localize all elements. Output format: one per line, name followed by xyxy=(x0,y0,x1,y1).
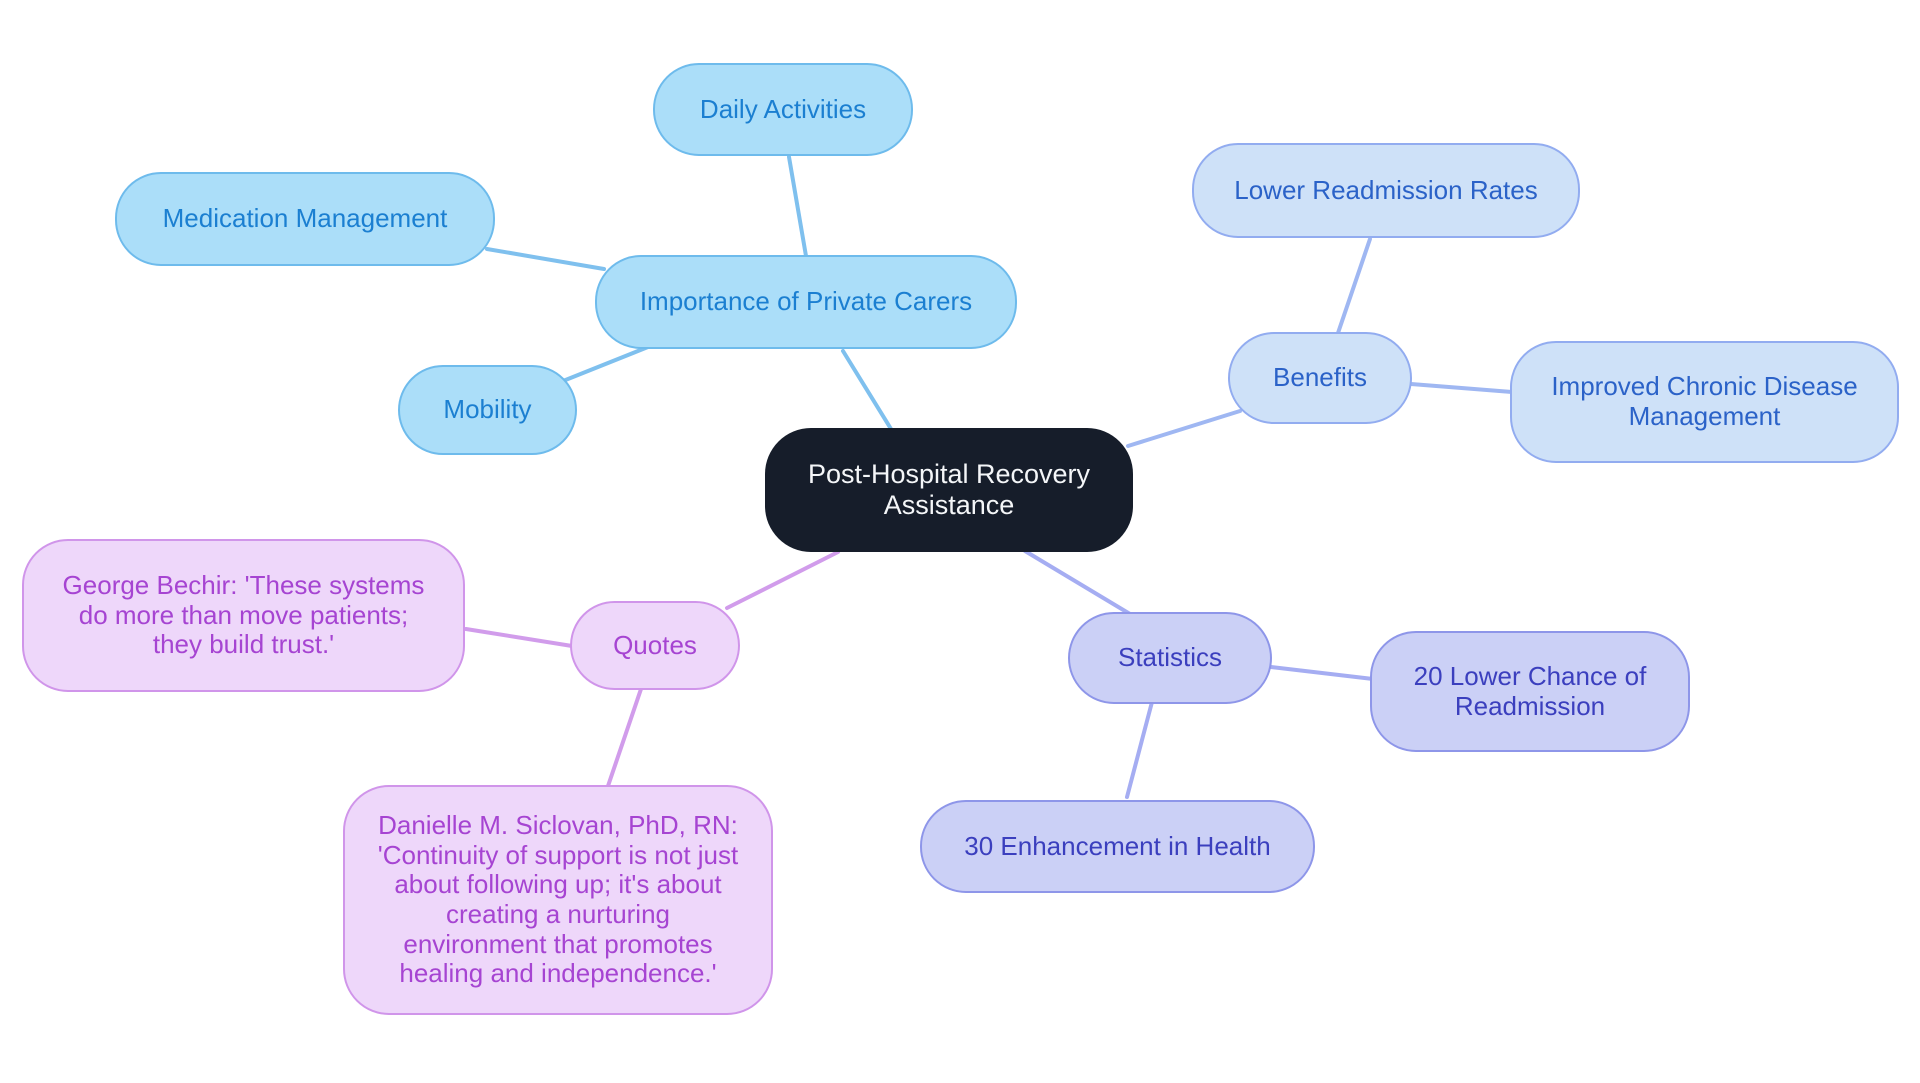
edge-quotes-george-quote xyxy=(464,627,574,648)
edge-central-statistics xyxy=(1023,549,1137,619)
node-lower-readmission-rates[interactable]: Lower Readmission Rates xyxy=(1192,143,1580,238)
node-benefits[interactable]: Benefits xyxy=(1228,332,1412,424)
edge-central-benefits xyxy=(1126,409,1242,448)
node-label: Importance of Private Carers xyxy=(639,286,973,317)
node-label: Statistics xyxy=(1117,642,1223,673)
edge-statistics-health-30 xyxy=(1125,700,1154,799)
node-30-enhancement-in-health[interactable]: 30 Enhancement in Health xyxy=(920,800,1315,893)
node-statistics[interactable]: Statistics xyxy=(1068,612,1272,704)
edge-quotes-danielle-quote xyxy=(606,687,643,788)
node-george-bechir-quote[interactable]: George Bechir: 'These systems do more th… xyxy=(22,539,465,692)
node-mobility[interactable]: Mobility xyxy=(398,365,577,455)
node-label: Daily Activities xyxy=(699,93,867,124)
node-20-lower-chance-of-readmission[interactable]: 20 Lower Chance of Readmission xyxy=(1370,631,1690,752)
node-central-post-hospital-recovery-assistance[interactable]: Post-Hospital Recovery Assistance xyxy=(765,428,1133,552)
edge-benefits-lower-readmission xyxy=(1336,237,1372,335)
node-label: Quotes xyxy=(613,629,697,660)
edge-benefits-chronic-disease xyxy=(1409,382,1514,394)
node-label: George Bechir: 'These systems do more th… xyxy=(62,570,425,660)
node-label: Benefits xyxy=(1273,362,1367,393)
node-label: 30 Enhancement in Health xyxy=(964,830,1271,861)
node-daily-activities[interactable]: Daily Activities xyxy=(653,63,913,156)
node-medication-management[interactable]: Medication Management xyxy=(115,172,495,266)
node-label: Mobility xyxy=(443,394,532,425)
node-improved-chronic-disease-management[interactable]: Improved Chronic Disease Management xyxy=(1510,341,1899,463)
edge-importance-daily-activities xyxy=(787,155,808,258)
node-label: Lower Readmission Rates xyxy=(1234,174,1538,205)
edge-central-quotes xyxy=(725,550,840,610)
node-label: Danielle M. Siclovan, PhD, RN: 'Continui… xyxy=(377,810,739,989)
edge-statistics-readmission-20 xyxy=(1269,665,1375,681)
node-importance-of-private-carers[interactable]: Importance of Private Carers xyxy=(595,255,1017,349)
node-label: 20 Lower Chance of Readmission xyxy=(1413,660,1647,721)
edge-central-importance xyxy=(841,349,893,431)
node-danielle-siclovan-quote[interactable]: Danielle M. Siclovan, PhD, RN: 'Continui… xyxy=(343,785,773,1015)
node-label: Improved Chronic Disease Management xyxy=(1551,371,1858,431)
edge-importance-medication-management xyxy=(485,247,606,271)
edge-importance-mobility xyxy=(556,345,650,385)
node-quotes[interactable]: Quotes xyxy=(570,601,740,690)
node-label: Medication Management xyxy=(162,203,448,234)
node-label: Post-Hospital Recovery Assistance xyxy=(807,459,1091,520)
